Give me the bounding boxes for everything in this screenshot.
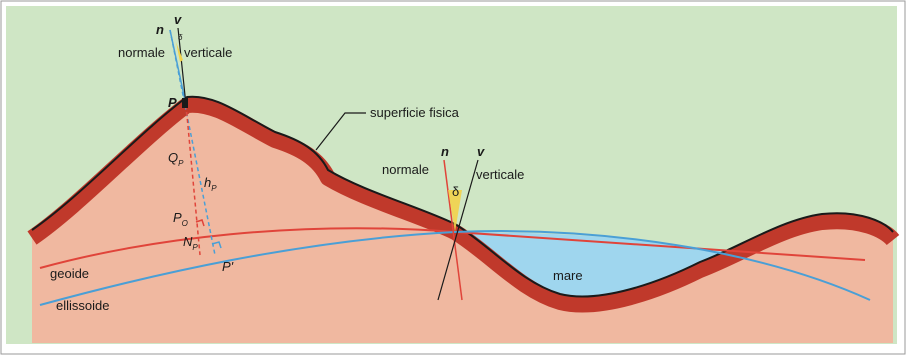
p-prime-label: P' bbox=[222, 259, 234, 274]
h-subscript: P bbox=[211, 184, 217, 193]
v-label-left: v bbox=[174, 12, 182, 27]
n-label-left: n bbox=[156, 22, 164, 37]
normale-label-left: normale bbox=[118, 45, 165, 60]
superficie-fisica-label: superficie fisica bbox=[370, 105, 460, 120]
normale-label-right: normale bbox=[382, 162, 429, 177]
geoide-label: geoide bbox=[50, 266, 89, 281]
verticale-label-right: verticale bbox=[476, 167, 524, 182]
ellissoide-label: ellissoide bbox=[56, 298, 109, 313]
delta-label-right: δ bbox=[452, 184, 459, 199]
delta-label-left: δ bbox=[178, 33, 183, 42]
verticale-label-left: verticale bbox=[184, 45, 232, 60]
point-p-marker bbox=[182, 98, 188, 108]
np-subscript: P bbox=[192, 243, 198, 252]
po-subscript: O bbox=[182, 219, 188, 228]
point-p-label: P bbox=[168, 95, 177, 110]
q-subscript: P bbox=[178, 159, 184, 168]
v-label-right: v bbox=[477, 144, 485, 159]
mare-label: mare bbox=[553, 268, 583, 283]
n-label-right: n bbox=[441, 144, 449, 159]
